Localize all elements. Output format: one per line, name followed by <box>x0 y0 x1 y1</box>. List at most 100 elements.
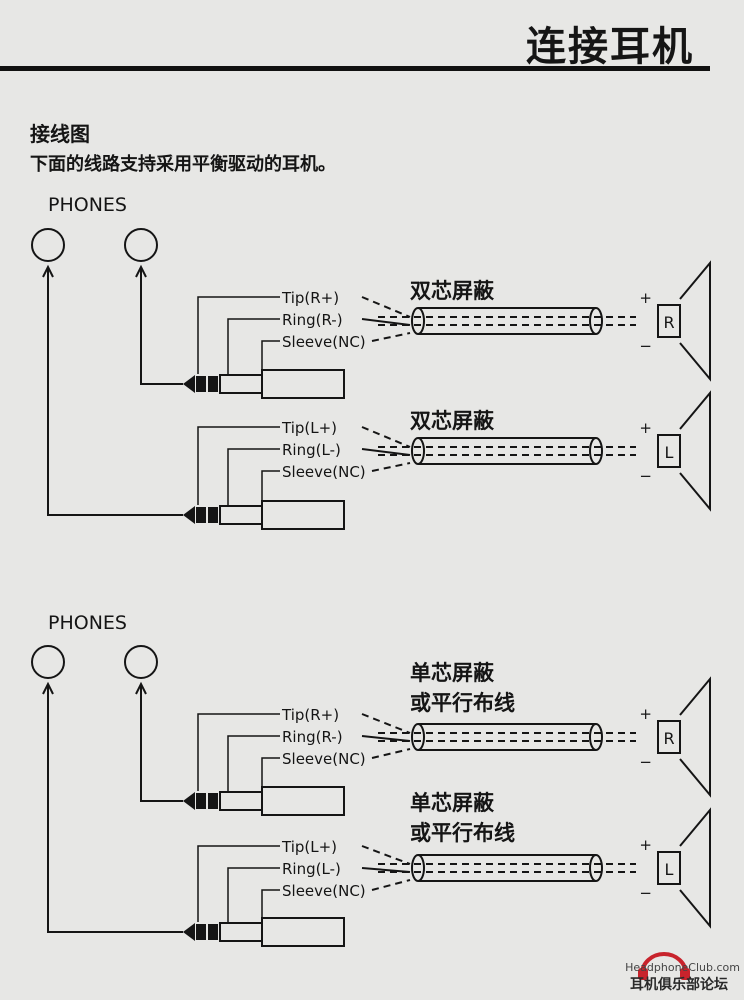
cable-type-label: 单芯屏蔽 <box>410 791 495 815</box>
terminal-label-0: Tip(L+) <box>281 419 337 437</box>
terminal-leader <box>261 470 280 505</box>
terminal-label-2: Sleeve(NC) <box>282 463 366 481</box>
terminal-leader <box>197 713 280 791</box>
terminal-leader <box>197 296 280 374</box>
channel-label: R <box>663 729 674 748</box>
speaker-terminal <box>657 304 681 338</box>
channel-label: L <box>665 860 674 879</box>
plug-handle <box>261 917 345 947</box>
minus-sign: − <box>639 753 652 771</box>
jack-wire-arrow <box>42 681 54 695</box>
phones-label-1: PHONES <box>48 194 127 216</box>
phone-plug <box>183 917 345 947</box>
cable-type-label: 双芯屏蔽 <box>410 279 495 303</box>
terminal-label-1: Ring(R-) <box>282 311 343 329</box>
plug-tip <box>183 792 195 810</box>
speaker-cone <box>679 676 711 798</box>
speaker-cone <box>679 807 711 929</box>
plug-tip <box>183 375 195 393</box>
plus-sign: + <box>639 419 652 437</box>
plus-sign: + <box>639 705 652 723</box>
terminal-leader <box>227 867 280 922</box>
terminal-label-0: Tip(R+) <box>281 289 339 307</box>
speaker-terminal <box>657 720 681 754</box>
section-label: 接线图 <box>30 122 90 146</box>
minus-sign: − <box>639 467 652 485</box>
terminal-label-2: Sleeve(NC) <box>282 882 366 900</box>
terminal-label-0: Tip(L+) <box>281 838 337 856</box>
speaker-cone <box>679 260 711 382</box>
cable-type-label: 单芯屏蔽 <box>410 661 495 685</box>
cable-end-right <box>589 437 603 465</box>
jack-wire <box>140 267 183 385</box>
plug-tip <box>183 923 195 941</box>
plug-handle <box>261 369 345 399</box>
phones-jack-left-icon <box>31 228 65 262</box>
cable-type-label: 双芯屏蔽 <box>410 409 495 433</box>
tip-link <box>361 713 411 734</box>
plug-sleeve <box>208 507 218 523</box>
plug-sleeve <box>208 376 218 392</box>
speaker-cone <box>679 390 711 512</box>
speaker-terminal <box>657 434 681 468</box>
cable-type-label: 或平行布线 <box>410 691 515 715</box>
channel-label: L <box>665 443 674 462</box>
headphone-logo-icon <box>638 952 690 980</box>
phone-plug <box>183 369 345 399</box>
minus-sign: − <box>639 884 652 902</box>
plug-shaft <box>219 791 263 811</box>
plug-ring <box>196 924 206 940</box>
speaker-terminal <box>657 851 681 885</box>
plus-sign: + <box>639 836 652 854</box>
sleeve-link <box>371 332 411 342</box>
plug-shaft <box>219 922 263 942</box>
terminal-label-1: Ring(R-) <box>282 728 343 746</box>
shielded-cable <box>378 307 636 335</box>
plug-shaft <box>219 505 263 525</box>
sleeve-link <box>371 748 411 759</box>
speaker-r-icon: R + − <box>639 676 711 798</box>
terminal-label-2: Sleeve(NC) <box>282 333 366 351</box>
tip-link <box>361 296 411 318</box>
shielded-cable <box>378 854 636 882</box>
phones-jack-right-icon <box>124 228 158 262</box>
phones-jack-right-icon <box>124 645 158 679</box>
cable-end-right <box>589 723 603 751</box>
cable-end-left <box>411 854 425 882</box>
sleeve-link <box>371 462 411 472</box>
section-note: 下面的线路支持采用平衡驱动的耳机。 <box>30 154 336 175</box>
terminal-label-0: Tip(R+) <box>281 706 339 724</box>
jack-wire <box>47 267 183 516</box>
plug-handle <box>261 500 345 530</box>
cable-end-left <box>411 723 425 751</box>
terminal-leader <box>227 318 280 374</box>
phone-plug <box>183 786 345 816</box>
shielded-cable <box>378 723 636 751</box>
cable-end-left <box>411 307 425 335</box>
shielded-cable <box>378 437 636 465</box>
terminal-leader <box>227 735 280 791</box>
cable-type-label: 或平行布线 <box>410 821 515 845</box>
terminal-leader <box>197 845 280 922</box>
plug-sleeve <box>208 793 218 809</box>
terminal-leader <box>227 448 280 505</box>
title-rule <box>0 66 710 71</box>
phones-label-2: PHONES <box>48 612 127 634</box>
channel-label: R <box>663 313 674 332</box>
phones-jack-left-icon <box>31 645 65 679</box>
plug-handle <box>261 786 345 816</box>
plug-ring <box>196 376 206 392</box>
jack-wire-arrow <box>42 264 54 278</box>
sleeve-link <box>371 879 411 891</box>
plug-ring <box>196 793 206 809</box>
tip-link <box>361 426 411 448</box>
phone-plug <box>183 500 345 530</box>
jack-wire-arrow <box>135 681 147 695</box>
speaker-r-icon: R+− <box>639 260 711 382</box>
jack-wire-arrow <box>135 264 147 278</box>
plug-ring <box>196 507 206 523</box>
minus-sign: − <box>639 337 652 355</box>
terminal-label-1: Ring(L-) <box>282 860 341 878</box>
plug-sleeve <box>208 924 218 940</box>
